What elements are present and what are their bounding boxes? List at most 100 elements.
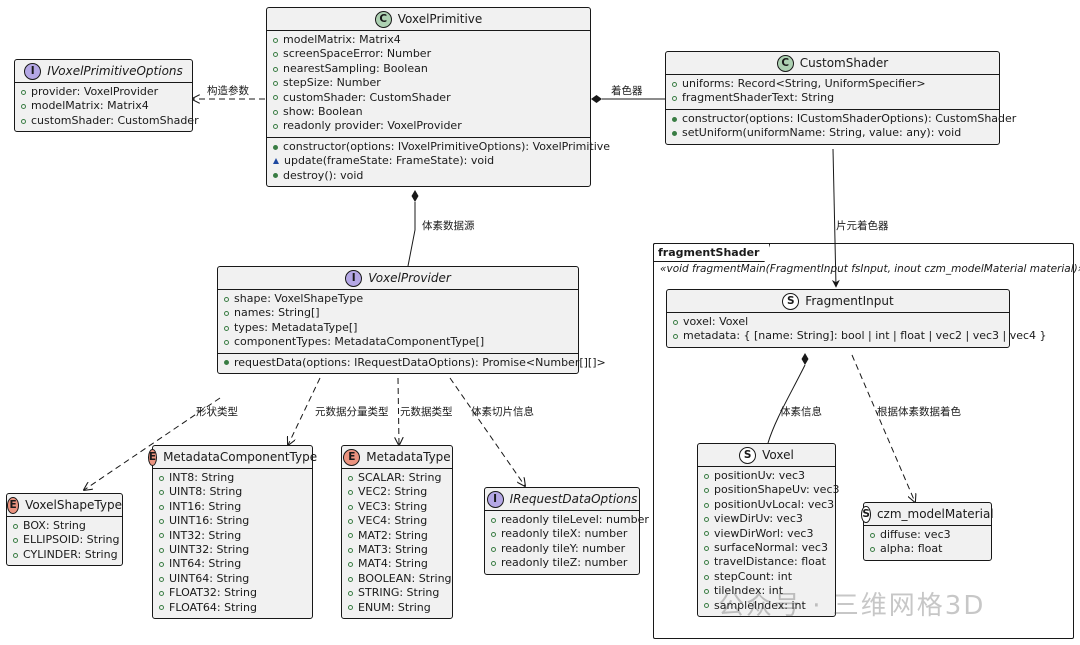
enum-value: INT32: String <box>153 529 312 543</box>
class-name: VoxelProvider <box>368 271 451 285</box>
public-field-icon <box>13 538 18 544</box>
enum-value: SCALAR: String <box>342 471 452 485</box>
enum-value: FLOAT64: String <box>153 601 312 615</box>
public-field-icon <box>273 124 278 130</box>
public-field-icon <box>348 605 353 611</box>
enum-value: INT64: String <box>153 557 312 571</box>
public-method-icon <box>224 360 229 366</box>
enum-value: ELLIPSOID: String <box>7 533 122 547</box>
public-field-icon <box>13 552 18 558</box>
struct-badge-icon: S <box>782 292 800 310</box>
public-field-icon <box>224 339 229 345</box>
enum-value: BOX: String <box>7 519 122 533</box>
public-method-icon <box>672 116 677 122</box>
public-method-icon <box>273 144 278 150</box>
public-field-icon <box>704 560 709 566</box>
public-field-icon <box>13 523 18 529</box>
public-field-icon <box>348 518 353 524</box>
method: destroy(): void <box>267 169 590 183</box>
public-field-icon <box>704 574 709 580</box>
public-field-icon <box>348 590 353 596</box>
public-field-icon <box>159 490 164 496</box>
class-name: FragmentInput <box>805 294 894 308</box>
edge-component-type <box>288 377 321 445</box>
public-field-icon <box>348 533 353 539</box>
protected-method-icon <box>273 158 279 165</box>
field: readonly tileLevel: number <box>485 513 649 527</box>
edge-label-fragment-shader: 片元着色器 <box>836 220 889 232</box>
public-field-icon <box>273 109 278 115</box>
public-field-icon <box>159 590 164 596</box>
class-badge-icon: C <box>374 10 392 28</box>
enum-value: VEC3: String <box>342 500 452 514</box>
public-field-icon <box>159 547 164 553</box>
edge-label-tile-info: 体素切片信息 <box>471 406 534 418</box>
field: surfaceNormal: vec3 <box>698 541 835 555</box>
method: requestData(options: IRequestDataOptions… <box>218 356 606 370</box>
public-field-icon <box>273 95 278 101</box>
enum-value: MAT2: String <box>342 529 452 543</box>
public-field-icon <box>870 547 875 553</box>
public-field-icon <box>348 576 353 582</box>
struct-badge-icon: S <box>739 446 757 464</box>
public-field-icon <box>870 532 875 538</box>
field: uniforms: Record<String, UniformSpecifie… <box>666 77 999 91</box>
composition-diamond <box>591 95 602 103</box>
enum-value: UINT16: String <box>153 514 312 528</box>
enum-value: UINT32: String <box>153 543 312 557</box>
public-field-icon <box>704 502 709 508</box>
enum-value: CYLINDER: String <box>7 548 122 562</box>
enum-value: MAT4: String <box>342 557 452 571</box>
field: readonly tileX: number <box>485 527 639 541</box>
public-field-icon <box>273 52 278 58</box>
field: modelMatrix: Matrix4 <box>267 33 590 47</box>
field: provider: VoxelProvider <box>15 85 192 99</box>
field: sampleIndex: int <box>698 599 835 613</box>
field: diffuse: vec3 <box>864 528 991 542</box>
public-field-icon <box>159 605 164 611</box>
public-field-icon <box>704 516 709 522</box>
package-stereotype: «void fragmentMain(FragmentInput fsInput… <box>660 263 1080 275</box>
method: constructor(options: IVoxelPrimitiveOpti… <box>267 140 610 154</box>
field: show: Boolean <box>267 105 590 119</box>
class-name: MetadataType <box>366 450 451 464</box>
public-field-icon <box>348 490 353 496</box>
edge-color-by-data <box>851 354 915 502</box>
field: readonly tileY: number <box>485 542 639 556</box>
method: constructor(options: ICustomShaderOption… <box>666 112 1016 126</box>
field: nearestSampling: Boolean <box>267 62 590 76</box>
field: shape: VoxelShapeType <box>218 292 578 306</box>
field: positionUvLocal: vec3 <box>698 498 835 512</box>
field: customShader: CustomShader <box>267 91 590 105</box>
composition-diamond <box>801 353 809 365</box>
public-field-icon <box>159 504 164 510</box>
field: viewDirWorl: vec3 <box>698 527 835 541</box>
enum-value: INT8: String <box>153 471 312 485</box>
public-field-icon <box>348 547 353 553</box>
field: readonly tileZ: number <box>485 556 639 570</box>
field: stepSize: Number <box>267 76 590 90</box>
public-field-icon <box>704 603 709 609</box>
public-method-icon <box>672 130 677 136</box>
composition-diamond <box>411 190 419 202</box>
enum-value: INT16: String <box>153 500 312 514</box>
public-field-icon <box>672 96 677 102</box>
class-badge-icon: C <box>776 54 794 72</box>
class-name: VoxelShapeType <box>25 498 122 512</box>
field: readonly provider: VoxelProvider <box>267 119 590 133</box>
struct-badge-icon: S <box>861 505 871 523</box>
edge-fragment-shader <box>831 148 840 288</box>
enum-value: BOOLEAN: String <box>342 572 452 586</box>
public-field-icon <box>348 504 353 510</box>
edge-tile-info <box>449 377 525 486</box>
edge-label-component-type: 元数据分量类型 <box>315 406 389 418</box>
public-field-icon <box>491 546 496 552</box>
enum-value: VEC4: String <box>342 514 452 528</box>
edge-label-voxel-info: 体素信息 <box>780 406 822 418</box>
public-field-icon <box>159 475 164 481</box>
